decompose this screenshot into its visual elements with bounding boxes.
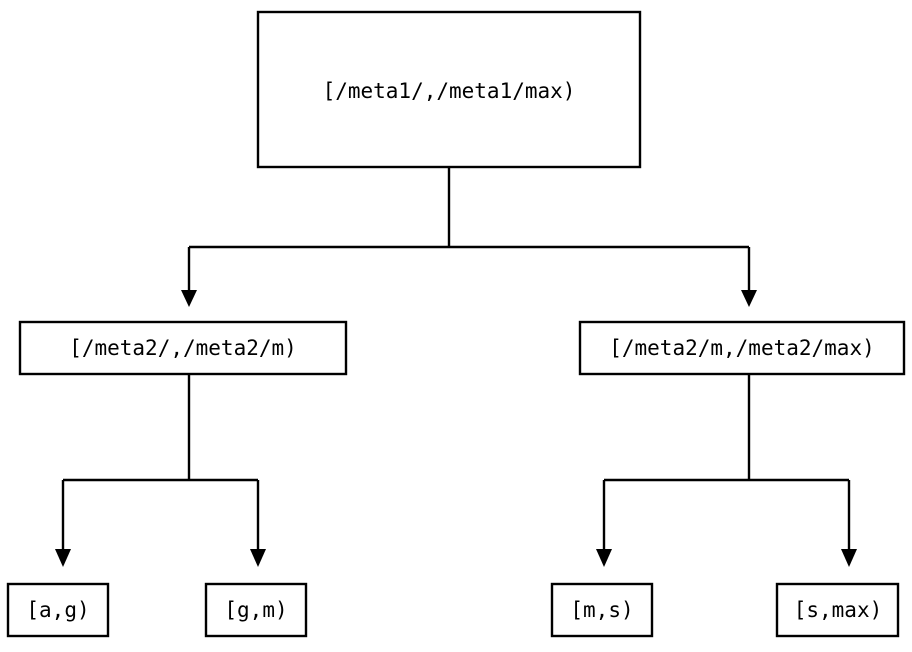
node-mid-right-box — [578, 320, 906, 376]
edge-root-to-mid-group — [181, 167, 757, 307]
node-root-box — [256, 10, 642, 169]
node-leaf-3-label: [m,s) — [570, 598, 633, 622]
node-leaf-1-label: [a,g) — [26, 598, 89, 622]
node-mid-left[interactable]: [/meta2/,/meta2/m) — [18, 320, 348, 376]
node-root[interactable]: [/meta1/,/meta1/max) — [256, 10, 642, 169]
edge-mid-left-to-leaves-group — [55, 374, 266, 567]
node-leaf-1-box — [6, 582, 110, 638]
arrow-head-leaf-4 — [841, 549, 857, 567]
node-leaf-4-label: [s,max) — [794, 598, 883, 622]
node-leaf-3-box — [550, 582, 654, 638]
node-leaf-2-label: [g,m) — [224, 598, 287, 622]
arrow-head-mid-left — [181, 290, 197, 307]
node-mid-left-box — [18, 320, 348, 376]
arrow-head-leaf-3 — [596, 549, 612, 567]
edge-mid-right-to-leaves-group — [596, 374, 857, 567]
node-leaf-2[interactable]: [g,m) — [204, 582, 308, 638]
node-mid-right-label: [/meta2/m,/meta2/max) — [609, 336, 875, 360]
arrow-head-mid-right — [741, 290, 757, 307]
node-leaf-2-box — [204, 582, 308, 638]
node-mid-left-label: [/meta2/,/meta2/m) — [69, 336, 297, 360]
node-root-label: [/meta1/,/meta1/max) — [323, 79, 576, 103]
node-leaf-4[interactable]: [s,max) — [775, 582, 900, 638]
arrow-head-leaf-1 — [55, 549, 71, 567]
node-leaf-4-box — [775, 582, 900, 638]
node-leaf-1[interactable]: [a,g) — [6, 582, 110, 638]
arrow-head-leaf-2 — [250, 549, 266, 567]
node-leaf-3[interactable]: [m,s) — [550, 582, 654, 638]
node-mid-right[interactable]: [/meta2/m,/meta2/max) — [578, 320, 906, 376]
